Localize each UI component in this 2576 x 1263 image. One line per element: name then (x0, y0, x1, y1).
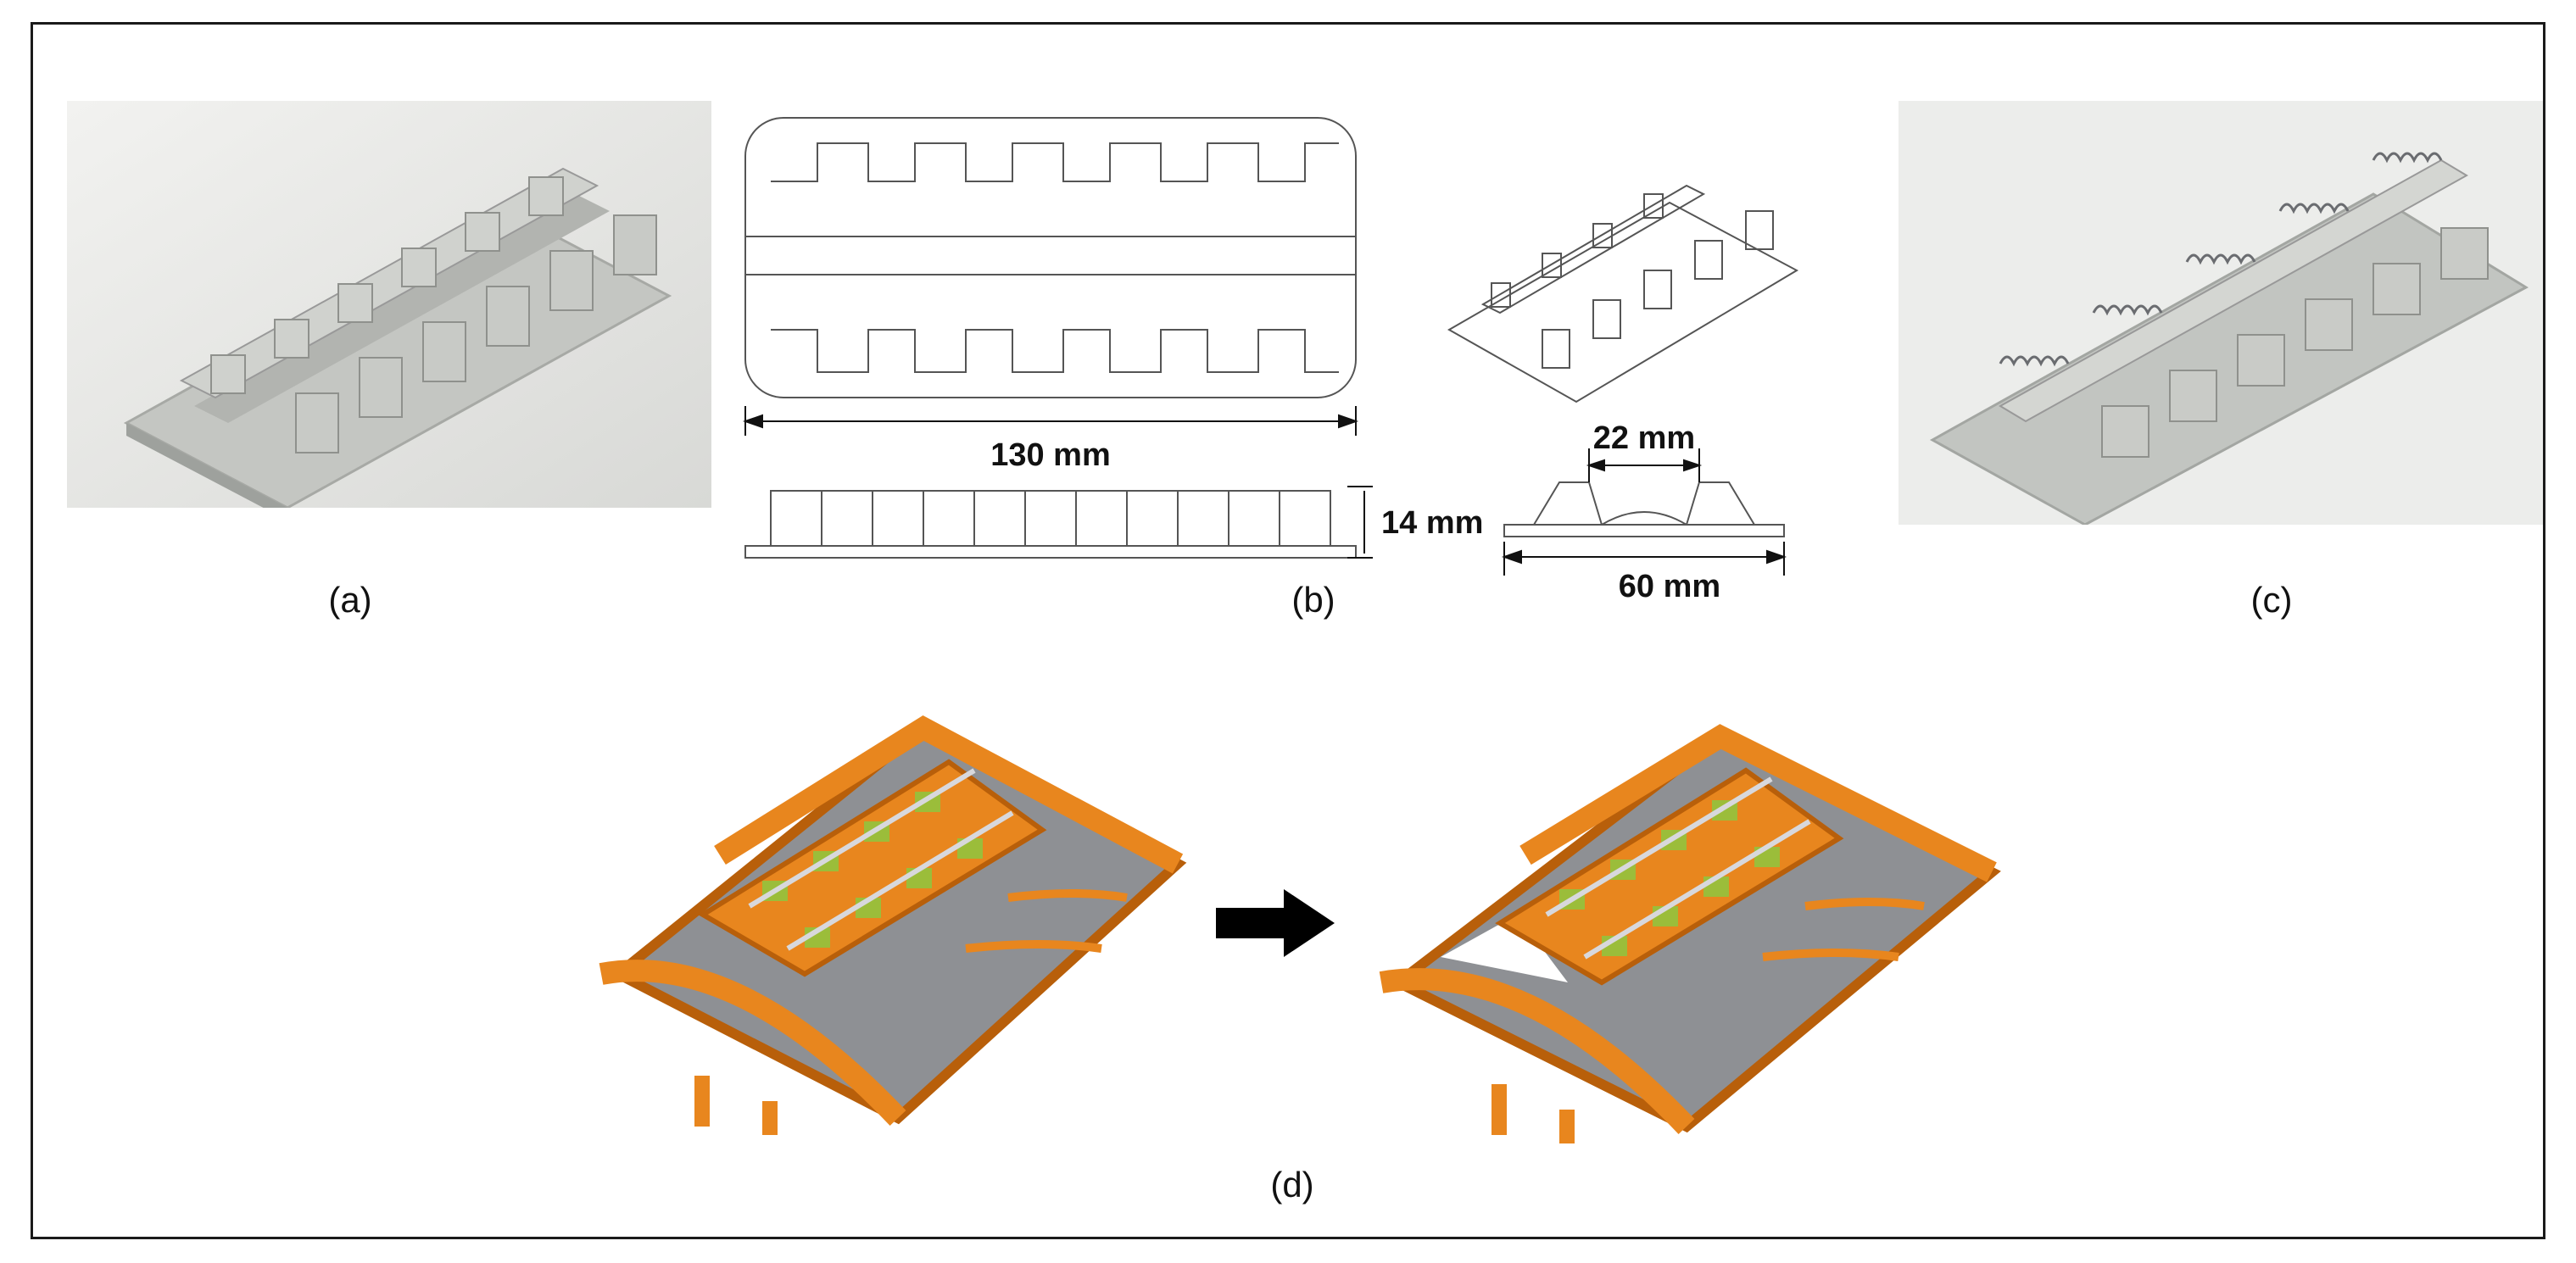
panel-b-label: (b) (1291, 580, 1335, 620)
panel-d-left-assembly (567, 694, 1229, 1135)
end-view (1503, 481, 1785, 537)
length-dimension (742, 406, 1359, 436)
gray-block-with-springs-render (1899, 101, 2543, 525)
top-view (744, 117, 1357, 398)
gap-label: 22 mm (1593, 420, 1695, 456)
panel-c-render (1899, 101, 2543, 525)
orange-assembly-before (599, 715, 1187, 1135)
isometric-view (1447, 184, 1799, 403)
panel-a-render (67, 101, 711, 508)
right-arrow-icon (1216, 889, 1335, 957)
length-label: 130 mm (990, 437, 1111, 473)
gap-dimension (1586, 448, 1703, 482)
width-dimension (1501, 542, 1787, 576)
gray-block-render (67, 101, 711, 508)
panel-d-right-assembly (1347, 703, 2043, 1143)
width-label: 60 mm (1618, 569, 1721, 604)
panel-d-label: (d) (1270, 1165, 1314, 1205)
side-view (744, 490, 1357, 559)
panel-b-drawings: 130 mm 14 mm (694, 101, 1831, 604)
springs (1999, 152, 2443, 367)
panel-c-label: (c) (2250, 580, 2293, 620)
orange-assembly-after (1379, 724, 2001, 1143)
figure-frame: 130 mm 14 mm (31, 22, 2545, 1239)
height-label: 14 mm (1381, 505, 1483, 541)
technical-drawing: 130 mm 14 mm (742, 117, 1799, 576)
height-dimension (1347, 486, 1373, 559)
panel-a-label: (a) (328, 580, 372, 620)
